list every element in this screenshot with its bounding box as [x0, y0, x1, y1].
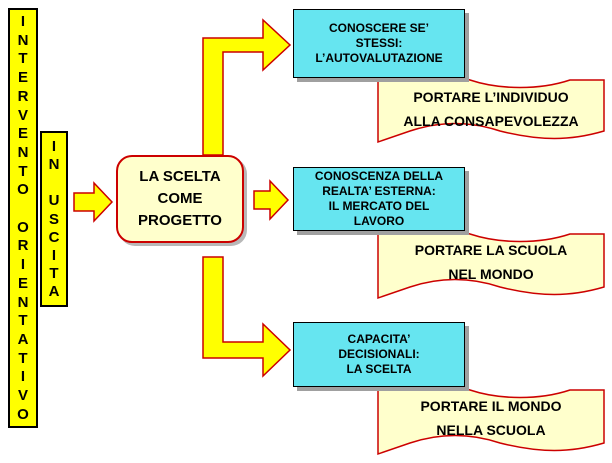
bar-letter: T — [49, 264, 59, 282]
bar-letter: O — [17, 181, 29, 199]
bar-letter: I — [20, 368, 26, 386]
center-line: COME — [157, 190, 203, 207]
bar-letter: E — [17, 69, 28, 87]
arrow-to-center — [73, 181, 114, 223]
arrow-to-box-2 — [253, 179, 290, 221]
bar-letter: S — [48, 210, 59, 228]
ribbon-line: PORTARE L’INDIVIDUO — [413, 89, 569, 105]
branch-box-1: CONOSCERE SE’ STESSI: L’AUTOVALUTAZIONE — [293, 9, 465, 78]
bar-letter: V — [17, 106, 28, 124]
bar-letter: T — [18, 162, 28, 180]
ribbon-line: PORTARE IL MONDO — [420, 398, 562, 414]
bar-letter: N — [17, 31, 29, 49]
bar-letter: C — [48, 228, 60, 246]
bar-letter: A — [17, 330, 29, 348]
bar-letter: T — [18, 349, 28, 367]
bar-letter — [21, 201, 25, 216]
bar-letter: E — [17, 125, 28, 143]
ribbon-line: NEL MONDO — [448, 266, 534, 282]
bar-letter: R — [17, 237, 29, 255]
ribbon-1: PORTARE L’INDIVIDUO ALLA CONSAPEVOLEZZA — [378, 80, 604, 138]
box-line: STESSI: — [355, 36, 403, 50]
box-line: CONOSCENZA DELLA — [314, 169, 444, 183]
branch-box-3: CAPACITA’ DECISIONALI: LA SCELTA — [293, 322, 465, 387]
bar-letter: E — [17, 274, 28, 292]
center-line: PROGETTO — [138, 212, 222, 229]
bar-letter: I — [20, 13, 26, 30]
bar-letter: R — [17, 87, 29, 105]
ribbon-line: ALLA CONSAPEVOLEZZA — [403, 113, 579, 129]
box-line: DECISIONALI: — [338, 347, 420, 361]
bar-letter: I — [51, 246, 57, 264]
box-line: IL MERCATO DEL — [328, 199, 430, 213]
branch-box-2: CONOSCENZA DELLA REALTA’ ESTERNA: IL MER… — [293, 167, 465, 231]
bar-letter: O — [17, 405, 29, 423]
bar-letter: U — [48, 192, 60, 210]
bar-letter: A — [48, 283, 60, 300]
center-line: LA SCELTA — [139, 168, 221, 185]
box-line: LAVORO — [353, 214, 405, 228]
box-line: LA SCELTA — [346, 362, 412, 376]
bar-letter: I — [20, 256, 26, 274]
ribbon-3: PORTARE IL MONDO NELLA SCUOLA — [378, 389, 604, 447]
arrow-to-box-1 — [202, 18, 292, 156]
box-line: CONOSCERE SE’ — [328, 21, 430, 35]
arrow-to-box-3 — [202, 256, 292, 378]
bar-letter: N — [17, 293, 29, 311]
bar-letter: N — [17, 143, 29, 161]
ribbon-line: NELLA SCUOLA — [436, 422, 546, 438]
bar-letter: O — [17, 218, 29, 236]
bar-letter: T — [18, 50, 28, 68]
center-box: LA SCELTA COME PROGETTO — [116, 155, 244, 243]
box-line: CAPACITA’ — [347, 332, 411, 346]
ribbon-2: PORTARE LA SCUOLA NEL MONDO — [378, 233, 604, 291]
bar-letter: I — [51, 138, 57, 155]
bar-letter: N — [48, 156, 60, 174]
box-line: REALTA’ ESTERNA: — [322, 184, 436, 198]
bar-letter — [52, 175, 56, 190]
bar-letter: T — [18, 312, 28, 330]
ribbon-line: PORTARE LA SCUOLA — [414, 242, 568, 258]
bar-letter: V — [17, 387, 28, 405]
box-line: L’AUTOVALUTAZIONE — [315, 51, 443, 65]
